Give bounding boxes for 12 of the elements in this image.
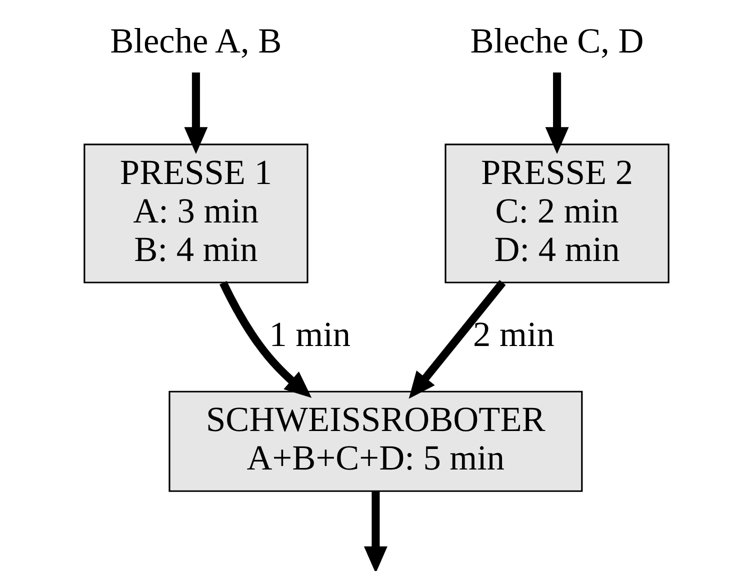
arrow bbox=[363, 491, 387, 571]
arrow bbox=[219, 280, 312, 398]
arrow bbox=[184, 72, 208, 154]
node-box: PRESSE 1 A: 3 min B: 4 min bbox=[83, 144, 308, 284]
edge-label: 2 min bbox=[472, 315, 554, 354]
arrow bbox=[408, 280, 506, 399]
node-text: Bleche A, B bbox=[110, 21, 282, 60]
node-box: SCHWEISSROBOTER A+B+C+D: 5 min bbox=[168, 390, 582, 492]
edge-label: 1 min bbox=[268, 315, 350, 354]
arrow bbox=[544, 72, 568, 154]
node-text: Bleche C, D bbox=[470, 21, 644, 60]
node-box: PRESSE 2 C: 2 min D: 4 min bbox=[444, 144, 669, 284]
